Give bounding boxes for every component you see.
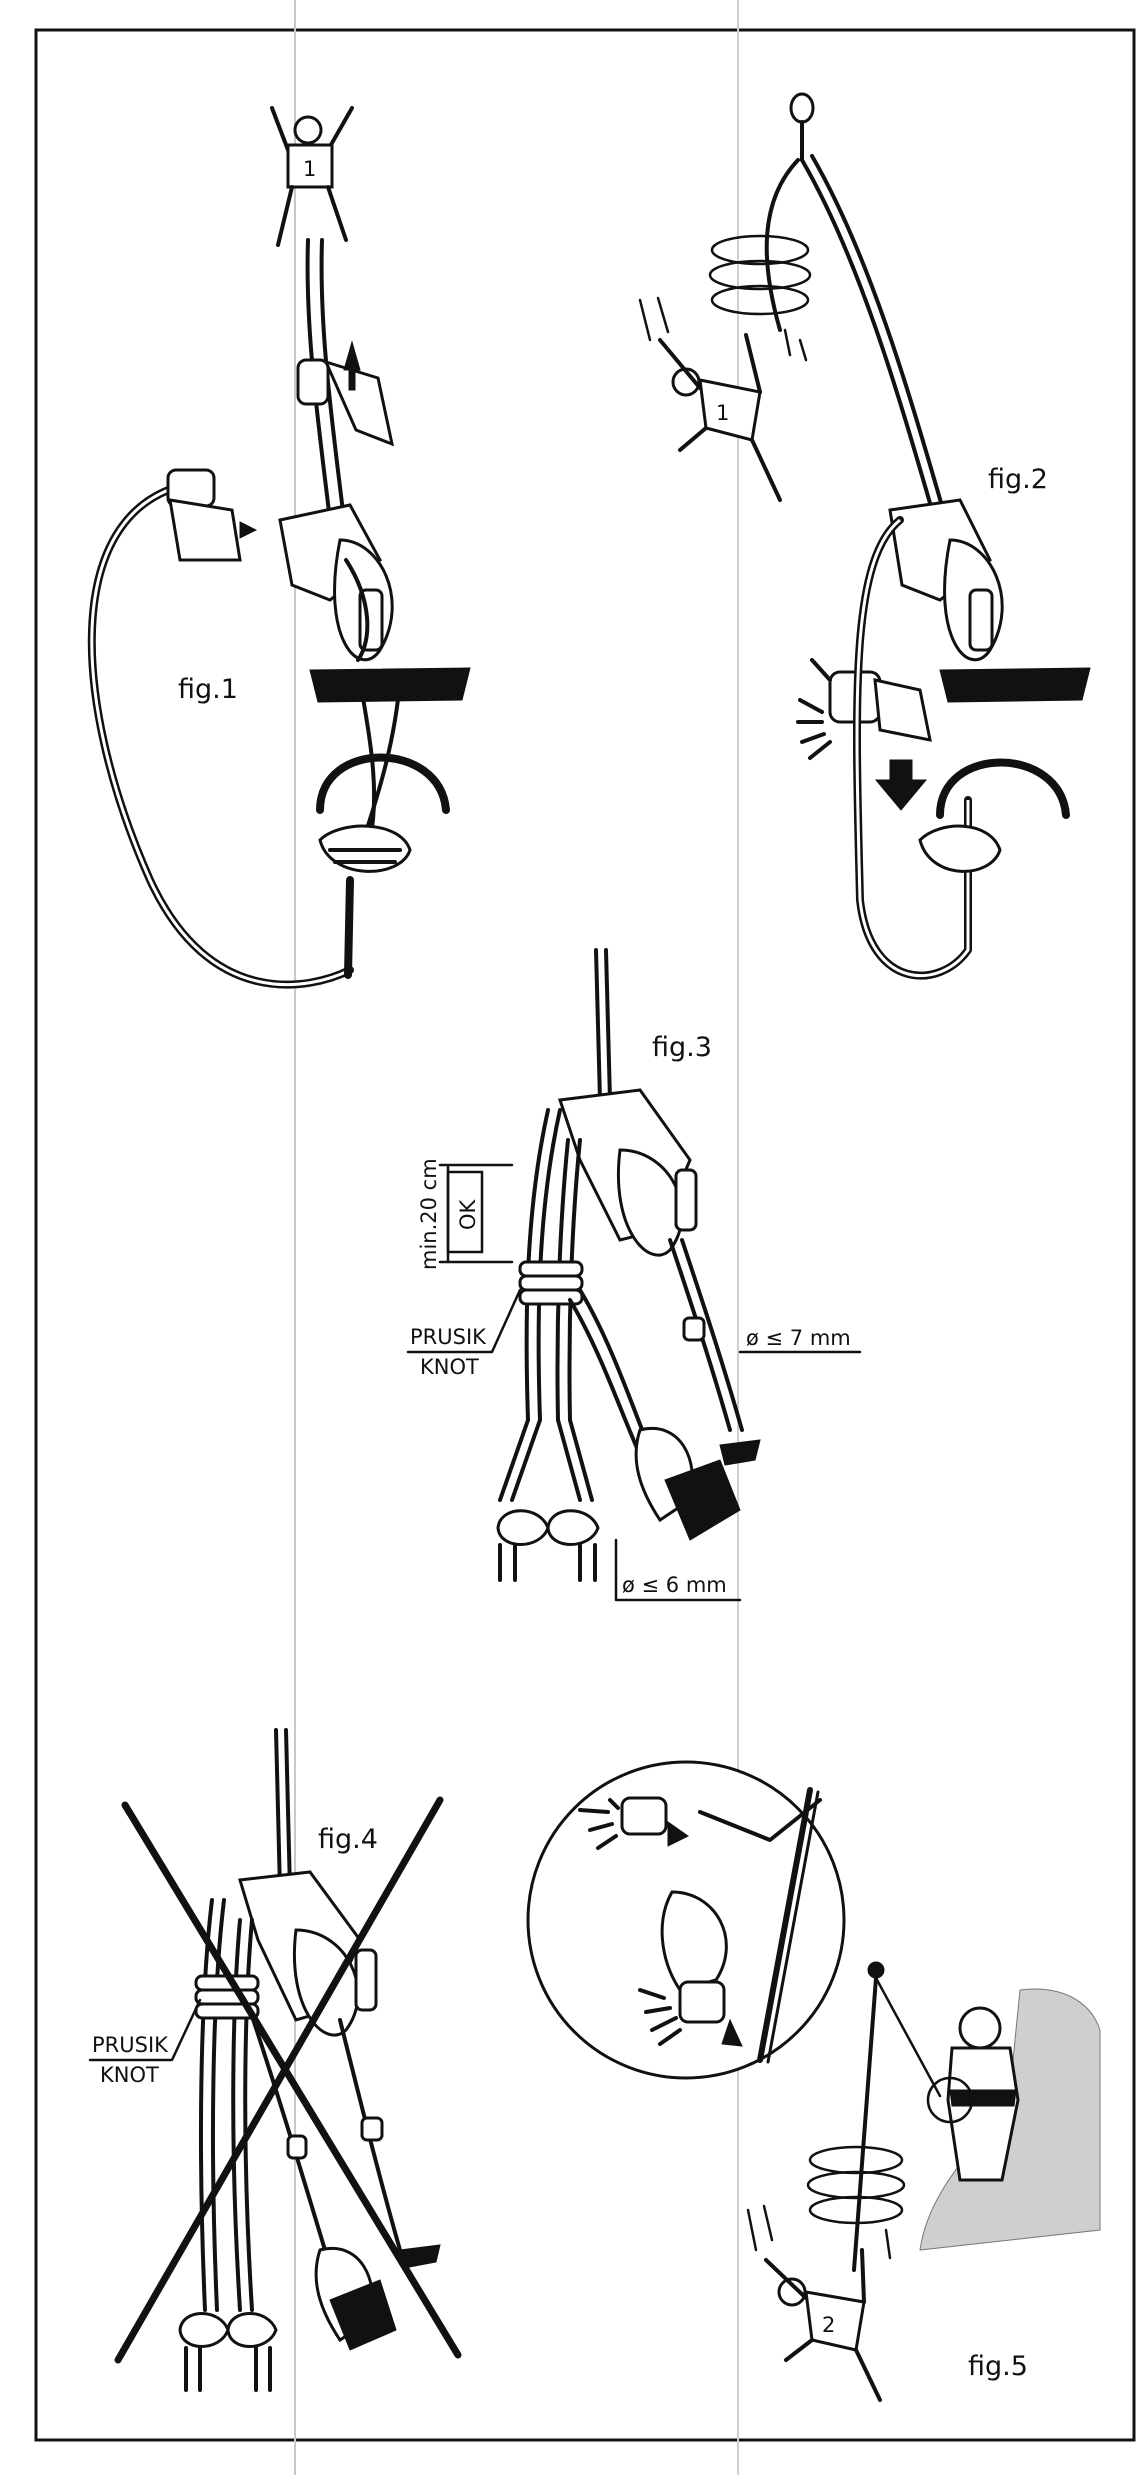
fig5-falling-climber: 2 <box>746 2204 892 2402</box>
fig5-label: fig.5 <box>968 2351 1028 2382</box>
fig5-belayer <box>926 2006 1020 2182</box>
fig4-knot-label-1: PRUSIK <box>92 2033 169 2057</box>
fig2-spin-icon <box>708 234 812 316</box>
fig5-anchor-icon <box>867 1961 885 1979</box>
fig3-diameter-upper: ø ≤ 7 mm <box>746 1326 851 1350</box>
fig1-lower-hand <box>166 468 258 562</box>
fig5-detail-top-hand <box>578 1796 689 1850</box>
fig4-foot-loops <box>178 2312 278 2392</box>
fig4-sling-band <box>329 2279 397 2351</box>
fig2-belay-device <box>888 498 1004 662</box>
fig2-anchor-icon <box>789 92 815 124</box>
fig3-knot-label-2: KNOT <box>420 1355 479 1379</box>
fig2-climber-number: 1 <box>716 401 729 425</box>
frame-border <box>34 28 1136 2442</box>
fig3-rope-strand-a <box>536 1108 562 1422</box>
fig3-diameter-lower-leader <box>614 1538 742 1602</box>
figure-1: 1 fig.1 <box>87 106 471 989</box>
figure-4: PRUSIK KNOT fig.4 <box>88 1728 462 2392</box>
fig1-rope-tail <box>344 876 354 979</box>
fig1-label: fig.1 <box>178 674 238 705</box>
fig3-ok-label: OK <box>456 1198 480 1230</box>
fig3-dimension: OK min.20 cm <box>417 1158 514 1270</box>
fig5-spin-icon <box>806 2145 906 2225</box>
fig4-knot-label-2: KNOT <box>100 2063 159 2087</box>
fig2-harness-leg <box>936 758 1070 819</box>
fig4-knot-leader <box>88 1998 202 2062</box>
fig4-cross-line-1 <box>121 1801 462 2359</box>
fig3-belay-device <box>557 1088 698 1257</box>
fig2-rope-to-climber <box>764 158 800 332</box>
fig1-climber-number: 1 <box>303 157 316 181</box>
fig1-harness-belt <box>309 667 471 703</box>
fig2-harness-belt <box>939 667 1091 703</box>
fig3-knot-label-1: PRUSIK <box>410 1325 487 1349</box>
fig2-rope <box>800 158 934 512</box>
fig4-label: fig.4 <box>318 1824 378 1855</box>
fig2-arrow-down-icon <box>874 759 928 811</box>
fig1-arrow-right-icon <box>239 521 258 539</box>
fig3-sling-band <box>664 1459 741 1541</box>
fig1-belay-device <box>278 503 394 662</box>
fig3-rope-upper <box>594 948 602 1102</box>
fig5-climber-number: 2 <box>822 2313 835 2337</box>
fig3-foot-loops <box>496 1418 600 1582</box>
fig5-detail-device <box>660 1890 728 1992</box>
fig3-knot-leader <box>406 1288 522 1354</box>
fig4-cross-line-2 <box>114 1796 444 2364</box>
figure-3: OK min.20 cm PRUSIK KNOT ø ≤ 7 mm ø ≤ 6 … <box>406 948 862 1602</box>
figure-2: 1 fig.2 <box>638 92 1091 980</box>
fig1-upper-hand <box>296 340 395 447</box>
fig1-rope-through <box>358 678 377 842</box>
fig3-diameter-lower: ø ≤ 6 mm <box>622 1573 727 1597</box>
fig2-knot <box>918 824 1002 873</box>
figure-5: 2 fig.5 <box>526 1760 1101 2402</box>
fig1-harness-leg <box>316 753 450 814</box>
fig2-label: fig.2 <box>988 464 1048 495</box>
fig3-distance-label: min.20 cm <box>417 1158 441 1270</box>
fig3-prusik-knot <box>518 1260 584 1306</box>
fig2-falling-climber: 1 <box>638 296 808 502</box>
fig4-belay-device <box>238 1870 378 2037</box>
fig5-detail-bottom-hand <box>638 1980 743 2047</box>
fig1-climber: 1 <box>270 106 354 247</box>
fig5-rope <box>852 1976 878 2272</box>
fig4-rope-upper <box>274 1728 282 1892</box>
fig3-label: fig.3 <box>652 1032 712 1063</box>
